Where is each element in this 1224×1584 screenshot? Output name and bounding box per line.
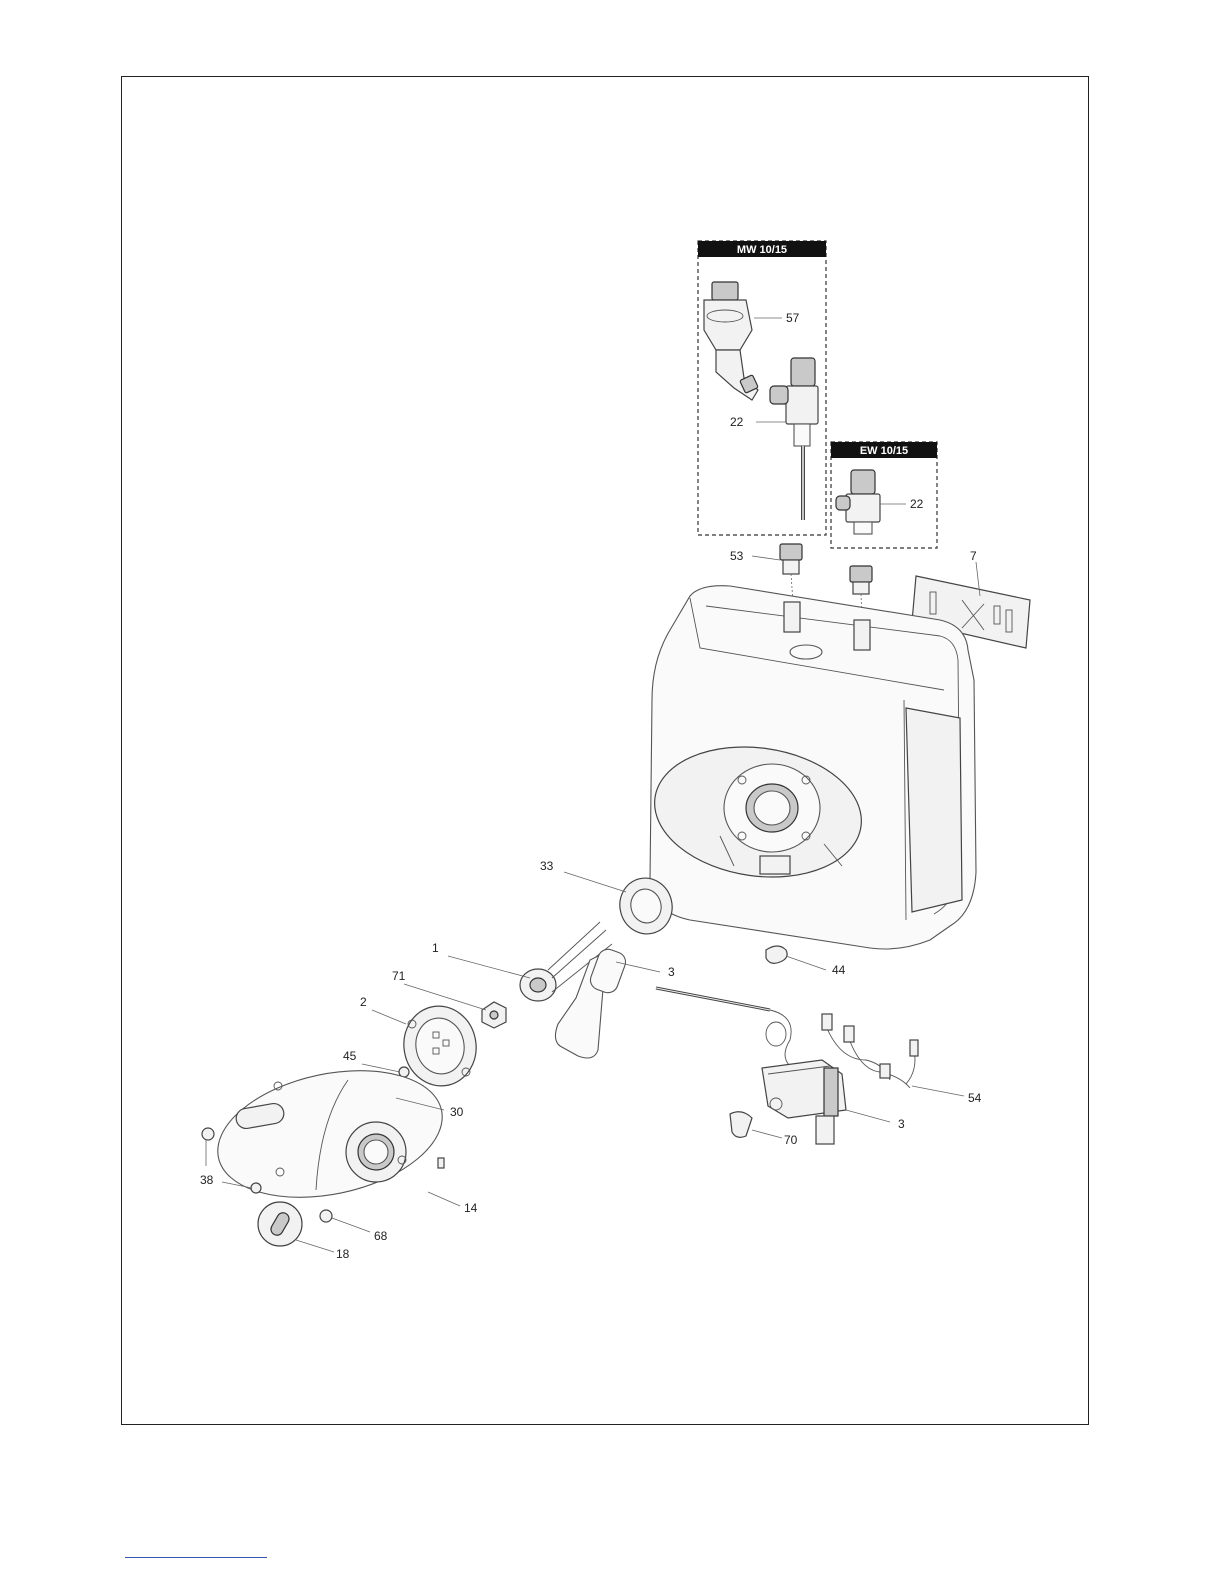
footnote-rule	[125, 1557, 267, 1558]
variant-box-ew: EW 10/15	[831, 442, 937, 548]
heating-element	[520, 922, 628, 1058]
thermostat-knob	[730, 1112, 752, 1138]
callout-44: 44	[832, 963, 846, 977]
callout-3-element: 3	[668, 965, 675, 979]
callout-57: 57	[786, 311, 800, 325]
callout-3-thermostat: 3	[898, 1117, 905, 1131]
outlet-fitting	[850, 566, 872, 594]
callout-22-ew: 22	[910, 497, 924, 511]
callout-14: 14	[464, 1201, 478, 1215]
indicator-lamp	[320, 1210, 332, 1222]
variant-title-mw: MW 10/15	[737, 244, 787, 256]
callout-1: 1	[432, 941, 439, 955]
tank-housing	[646, 586, 976, 949]
callout-2: 2	[360, 995, 367, 1009]
callout-33: 33	[540, 859, 554, 873]
callout-38: 38	[200, 1173, 214, 1187]
flange-plate	[398, 1000, 483, 1091]
callout-68: 68	[374, 1229, 388, 1243]
callout-54: 54	[968, 1091, 982, 1105]
callout-22-mw: 22	[730, 415, 744, 429]
inlet-fitting	[780, 544, 802, 574]
callout-70: 70	[784, 1133, 798, 1147]
nut	[482, 1002, 506, 1028]
callout-30: 30	[450, 1105, 464, 1119]
callout-53: 53	[730, 549, 744, 563]
callout-45: 45	[343, 1049, 357, 1063]
variant-box-mw: MW 10/15	[698, 241, 826, 535]
safety-valve-mw	[770, 358, 818, 520]
pressure-reducing-valve	[704, 282, 758, 400]
callout-7: 7	[970, 549, 977, 563]
safety-valve-ew	[836, 470, 880, 534]
callout-71: 71	[392, 969, 406, 983]
clip	[766, 946, 787, 963]
control-knob	[258, 1202, 302, 1246]
variant-title-ew: EW 10/15	[860, 445, 908, 457]
callout-18: 18	[336, 1247, 350, 1261]
